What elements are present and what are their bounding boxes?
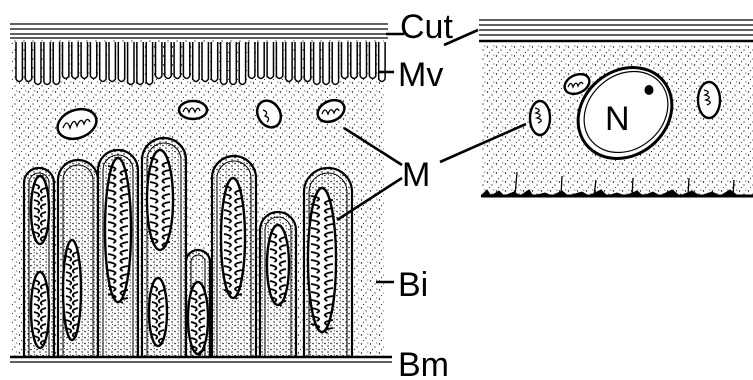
right-cuticle xyxy=(479,20,753,41)
cuticle xyxy=(10,24,388,38)
mitochondrion xyxy=(105,158,131,303)
microvillus xyxy=(53,42,59,85)
microvillus xyxy=(342,42,348,79)
microvillus xyxy=(118,42,124,82)
mitochondrion xyxy=(31,272,49,348)
right-panel: N xyxy=(479,20,753,196)
microvillus xyxy=(44,42,50,85)
mv-label: Mv xyxy=(398,56,443,94)
microvillus xyxy=(211,42,217,82)
microvillus xyxy=(369,42,375,79)
microvillus xyxy=(25,42,31,82)
mitochondrion xyxy=(698,82,720,118)
mitochondrion xyxy=(31,176,49,244)
microvillus xyxy=(165,42,171,79)
bm-label: Bm xyxy=(398,346,449,380)
microvillus xyxy=(239,42,245,85)
microvillus xyxy=(314,42,320,85)
mitochondrion xyxy=(308,188,336,333)
microvillus xyxy=(63,42,69,79)
basement-membrane xyxy=(10,357,392,362)
nucleolus xyxy=(645,85,654,95)
mitochondrion xyxy=(221,178,245,299)
microvillus xyxy=(267,42,273,79)
microvillus xyxy=(183,42,189,79)
mitochondrion xyxy=(63,240,81,340)
microvillus xyxy=(156,42,162,79)
microvillus xyxy=(81,42,87,79)
microvillus xyxy=(304,42,310,82)
mitochondrion xyxy=(188,282,208,355)
microvillus xyxy=(193,42,199,82)
mitochondrion xyxy=(149,278,167,346)
microvillus xyxy=(109,42,115,82)
microvillus xyxy=(146,42,152,85)
bi-label: Bi xyxy=(398,266,428,304)
microvillus xyxy=(360,42,366,79)
cut-label: Cut xyxy=(400,8,453,46)
microvillus xyxy=(323,42,329,85)
mitochondrion xyxy=(267,225,289,306)
microvillus xyxy=(202,42,208,82)
m-label: M xyxy=(402,156,430,194)
left-panel xyxy=(10,24,392,362)
microvillus xyxy=(72,42,78,79)
microvillus xyxy=(174,42,180,79)
microvillus xyxy=(35,42,41,85)
microvillus xyxy=(128,42,134,85)
microvillus xyxy=(276,42,282,79)
microvillus xyxy=(286,42,292,82)
microvillus xyxy=(100,42,106,82)
microvillus xyxy=(230,42,236,85)
labels: Cut Mv M Bi Bm xyxy=(398,8,453,380)
nucleus-label: N xyxy=(605,100,630,138)
mitochondrion xyxy=(530,101,550,135)
microvillus xyxy=(221,42,227,85)
microvillus xyxy=(351,42,357,79)
microvillus xyxy=(249,42,255,79)
microvillus xyxy=(16,42,22,82)
microvillus xyxy=(332,42,338,85)
microvillus xyxy=(90,42,96,79)
mitochondrion xyxy=(147,150,173,250)
mitochondrion xyxy=(179,101,207,119)
microvillus xyxy=(258,42,264,79)
microvillus xyxy=(295,42,301,82)
microvillus xyxy=(137,42,143,85)
microvillus xyxy=(379,42,385,82)
